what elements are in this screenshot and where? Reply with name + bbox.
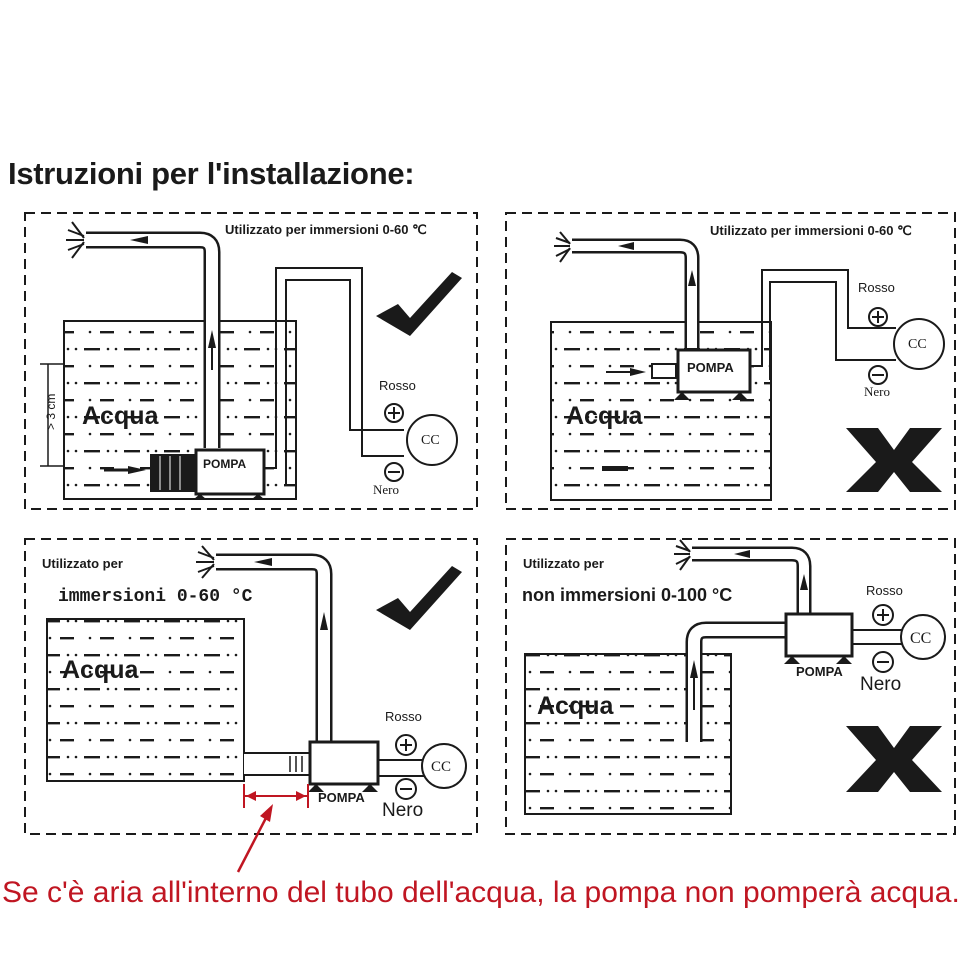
panel-4-black-label: Nero bbox=[860, 674, 901, 695]
page-title: Istruzioni per l'installazione: bbox=[8, 156, 415, 191]
panel-3-spray-icon bbox=[196, 545, 215, 579]
panel-3-dc-label: CC bbox=[431, 759, 451, 775]
panel-1-dc-label: CC bbox=[421, 433, 440, 448]
panel-3: Utilizzato per immersioni 0-60 °C POMPA … bbox=[24, 538, 478, 873]
panel-2-dc-supply bbox=[893, 318, 945, 370]
panel-3-dc-supply bbox=[421, 743, 467, 789]
panel-4-cable bbox=[852, 629, 902, 645]
panel-2: Utilizzato per immersioni 0-60 ℃ POMPA A… bbox=[505, 212, 956, 510]
panel-1-pump bbox=[194, 448, 266, 496]
panel-1-intake-arrow bbox=[128, 466, 146, 474]
panel-2-black-label: Nero bbox=[864, 384, 890, 399]
panel-1-dc-supply bbox=[406, 414, 458, 466]
panel-3-caption-line1: Utilizzato per bbox=[42, 556, 123, 571]
panel-3-pump-label: POMPA bbox=[318, 790, 365, 805]
panel-2-caption: Utilizzato per immersioni 0-60 ℃ bbox=[710, 223, 912, 238]
panel-1-pump-label: POMPA bbox=[203, 457, 246, 471]
panel-4-frame bbox=[505, 538, 956, 835]
panel-3-caption-line2: immersioni 0-60 °C bbox=[58, 587, 253, 607]
panel-1: Utilizzato per immersioni 0-60 ℃ POMPA >… bbox=[24, 212, 478, 510]
panel-4-caption-line1: Utilizzato per bbox=[523, 556, 604, 571]
panel-4-dc-supply bbox=[900, 614, 946, 660]
panel-1-caption: Utilizzato per immersioni 0-60 ℃ bbox=[225, 222, 427, 237]
check-mark-icon bbox=[376, 566, 462, 630]
panel-4-pump-label: POMPA bbox=[796, 664, 843, 679]
panel-1-flow-arrow bbox=[130, 236, 148, 244]
panel-1-frame bbox=[24, 212, 478, 510]
panel-3-frame bbox=[24, 538, 478, 835]
panel-3-tank bbox=[46, 618, 245, 782]
panel-4: Utilizzato per non immersioni 0-100 °C P… bbox=[505, 538, 956, 835]
panel-1-spray-icon bbox=[66, 221, 85, 259]
panel-2-red-label: Rosso bbox=[858, 280, 895, 295]
panel-1-red-label: Rosso bbox=[379, 378, 416, 393]
panel-3-pump bbox=[308, 740, 380, 786]
check-mark-icon bbox=[376, 272, 462, 336]
panel-3-cable bbox=[378, 759, 424, 777]
panel-1-depth-label: > 3 cm bbox=[44, 394, 58, 430]
panel-3-black-label: Nero bbox=[382, 800, 423, 821]
panel-4-spray-icon bbox=[674, 539, 691, 571]
panel-2-pump-label: POMPA bbox=[687, 360, 734, 375]
panel-4-red-label: Rosso bbox=[866, 583, 903, 598]
panel-2-water-label: Acqua bbox=[566, 402, 644, 430]
panel-2-cable bbox=[750, 269, 896, 380]
panel-2-frame bbox=[505, 212, 956, 510]
panel-1-black-label: Nero bbox=[373, 482, 399, 497]
panel-4-water-label: Acqua bbox=[537, 692, 615, 720]
panel-4-pump bbox=[784, 612, 854, 658]
panel-1-water-label: Acqua bbox=[82, 402, 160, 430]
panel-3-water-label: Acqua bbox=[62, 656, 140, 684]
panel-2-spray-icon bbox=[554, 231, 571, 263]
panel-3-red-label: Rosso bbox=[385, 709, 422, 724]
panel-1-pump-intake bbox=[150, 454, 196, 492]
air-warning-text: Se c'è aria all'interno del tubo dell'ac… bbox=[2, 876, 960, 909]
panel-1-flow-arrow-up bbox=[208, 330, 216, 348]
panel-4-caption-line2: non immersioni 0-100 °C bbox=[522, 585, 732, 605]
panel-2-pump bbox=[676, 348, 752, 394]
panel-1-cable bbox=[264, 267, 404, 484]
x-mark-icon bbox=[846, 428, 942, 492]
panel-2-dc-label: CC bbox=[908, 337, 927, 352]
x-mark-icon bbox=[846, 726, 942, 792]
panel-4-dc-label: CC bbox=[910, 630, 931, 647]
warning-arrow bbox=[236, 813, 270, 873]
